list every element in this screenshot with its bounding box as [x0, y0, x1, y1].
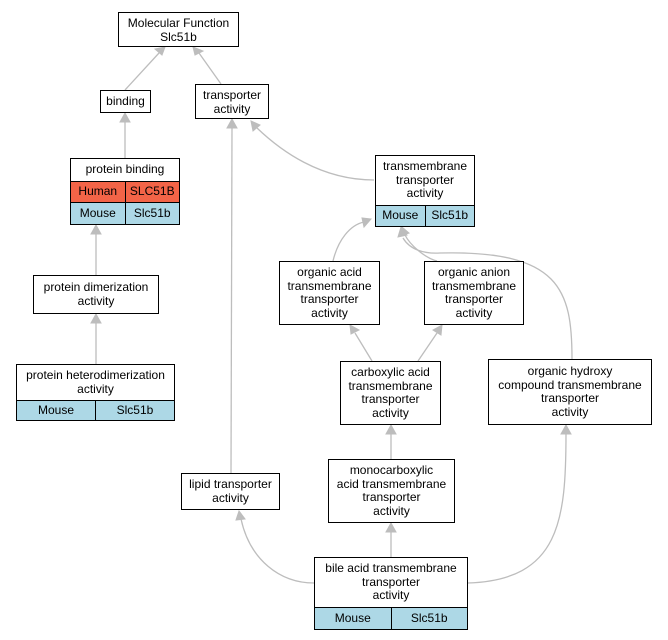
node-title-line: activity: [373, 503, 410, 518]
species-cell: Mouse: [79, 205, 116, 220]
edge-heterodimerization-to-dimerization: [90, 312, 102, 364]
edge-binding-to-molecular-function: [124, 46, 166, 91]
node-binding[interactable]: binding: [100, 90, 151, 113]
node-title-line: bile acid transmembrane: [325, 561, 457, 576]
gene-cell: Slc51b: [390, 608, 468, 629]
node-title-line: activity: [77, 381, 114, 396]
node-title-line: transporter: [202, 88, 262, 102]
node-title-line: transporter: [444, 292, 504, 306]
node-title-line: activity: [213, 101, 251, 116]
node-title-line: organic acid: [297, 265, 362, 279]
species-row-mouse: Mouse Slc51b: [315, 607, 467, 629]
node-title-line: transmembrane: [348, 378, 433, 393]
edge-lipid-to-transporter: [226, 117, 238, 474]
node-title-line: protein heterodimerization: [26, 368, 165, 382]
node-title-line: activity: [311, 305, 348, 320]
node-title-line: activity: [372, 405, 409, 420]
edge-organic-acid-to-transmembrane: [332, 217, 373, 262]
species-row-human: Human SLC51B: [71, 180, 180, 203]
edge-monocarboxylic-to-carboxylic: [385, 423, 397, 459]
node-title-line: transmembrane: [287, 278, 372, 293]
node-title-line: activity: [455, 305, 493, 320]
species-row-mouse: Mouse Slc51b: [376, 204, 475, 226]
node-title-line: lipid transporter: [189, 477, 272, 491]
node-title-line: transporter: [300, 292, 359, 306]
gene-cell: Slc51b: [95, 401, 174, 420]
node-title-line: carboxylic acid: [351, 365, 430, 379]
gene-cell: Slc51b: [124, 203, 180, 224]
node-title-line: activity: [77, 293, 115, 308]
node-title: binding: [101, 91, 150, 113]
node-title-line: activity: [406, 186, 444, 200]
node-title-line: Molecular Function: [127, 16, 230, 30]
node-title-line: transporter: [361, 574, 421, 589]
node-title-line: activity: [212, 490, 249, 505]
node-title-line: protein binding: [85, 162, 165, 176]
node-title-line: compound transmembrane: [498, 377, 642, 392]
edge-transmembrane-to-transporter: [250, 120, 375, 181]
node-title-line: binding: [106, 94, 145, 108]
node-title-line: transporter: [362, 490, 421, 504]
node-title-line: organic anion: [437, 265, 511, 279]
edge-bile-to-lipid: [235, 509, 315, 584]
node-title: protein binding: [71, 159, 179, 181]
gene-cell: Slc51b: [424, 205, 475, 226]
node-title-line: acid transmembrane: [336, 476, 447, 491]
node-title-line: protein dimerization: [43, 280, 149, 294]
species-cell: Mouse: [334, 610, 371, 625]
edge-protein-binding-to-binding: [119, 111, 131, 158]
species-row-mouse: Mouse Slc51b: [71, 202, 179, 224]
edge-organic-anion-to-transmembrane: [399, 226, 438, 262]
node-title-line: transmembrane: [431, 278, 517, 293]
species-cell: Human: [78, 184, 118, 199]
edge-hydroxy-to-transmembrane: [397, 225, 573, 360]
node-title-line: transporter: [361, 392, 420, 406]
node-title-line: monocarboxylic: [349, 463, 434, 477]
node-title-line: activity: [551, 404, 589, 419]
edge-bile-to-monocarboxylic: [385, 521, 397, 557]
node-title-line: transporter: [540, 391, 600, 405]
edge-transporter-to-molecular-function: [192, 46, 222, 85]
gene-cell: SLC51B: [124, 181, 180, 203]
edge-carboxylic-to-organic-anion: [417, 324, 443, 362]
species-cell: Mouse: [382, 208, 419, 222]
species-row-mouse: Mouse Slc51b: [17, 400, 174, 420]
node-title-line: organic hydroxy: [527, 364, 613, 378]
species-cell: Mouse: [37, 402, 75, 417]
edge-dimerization-to-protein-binding: [90, 223, 102, 275]
node-title-line: activity: [372, 588, 410, 603]
edge-bile-to-hydroxy: [467, 423, 572, 584]
node-title-line: transmembrane: [382, 159, 468, 173]
node-title-line: transporter: [395, 172, 455, 187]
node-title-line: Slc51b: [160, 29, 197, 44]
edge-carboxylic-to-organic-acid: [349, 324, 373, 362]
